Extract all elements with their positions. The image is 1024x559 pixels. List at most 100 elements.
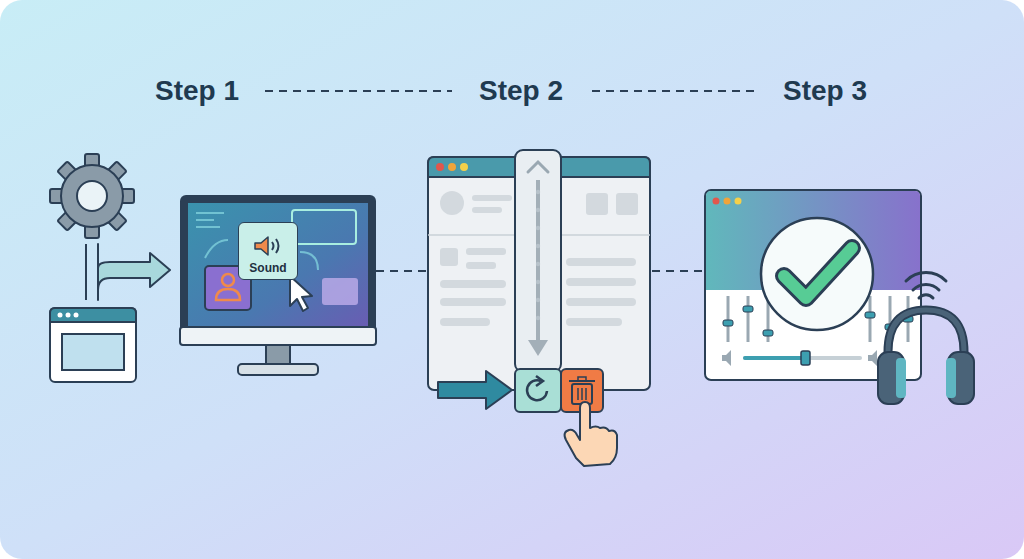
step-heading: Step 1 bbox=[155, 75, 239, 107]
small-window-part bbox=[62, 334, 124, 370]
speaker-icon-part bbox=[255, 237, 268, 255]
action-buttons-part bbox=[585, 388, 587, 400]
menu-label: Sound bbox=[249, 261, 286, 275]
browser-window-part-part bbox=[566, 318, 622, 326]
monitor-part bbox=[292, 210, 356, 244]
scrollbar-part-part bbox=[536, 262, 540, 266]
browser-window-part-part bbox=[566, 258, 636, 266]
headphones-part-part bbox=[913, 284, 939, 290]
small-window-part bbox=[50, 308, 136, 382]
monitor-part bbox=[188, 203, 368, 333]
scrollbar-part bbox=[528, 340, 548, 356]
speaker-icon bbox=[253, 235, 283, 257]
scrollbar-part-part bbox=[536, 190, 540, 194]
browser-window-part-part bbox=[566, 278, 636, 286]
settings-window-part bbox=[722, 350, 731, 366]
small-window-part bbox=[58, 313, 63, 318]
settings-window-part bbox=[784, 248, 852, 298]
settings-window-part bbox=[735, 198, 742, 205]
gear-icon-part bbox=[77, 181, 107, 211]
scrollbar-part bbox=[536, 180, 540, 345]
monitor-part-part bbox=[196, 212, 224, 214]
settings-window-part-part bbox=[723, 320, 733, 326]
headphones-part bbox=[946, 358, 956, 398]
monitor-part bbox=[216, 289, 240, 300]
headphones-part bbox=[906, 273, 946, 298]
action-buttons-part bbox=[577, 388, 579, 400]
small-window bbox=[50, 308, 136, 382]
action-buttons-part bbox=[572, 384, 592, 404]
monitor-part bbox=[238, 364, 318, 375]
settings-window-part-part bbox=[727, 296, 730, 342]
browser-window-part bbox=[448, 163, 456, 171]
browser-window-part-part bbox=[586, 193, 608, 215]
tooltip-box: Sound bbox=[238, 222, 298, 280]
action-buttons-part bbox=[527, 380, 547, 400]
small-window-part bbox=[50, 308, 136, 322]
browser-window-part-part bbox=[466, 262, 496, 269]
browser-window-part-part bbox=[440, 248, 458, 266]
settings-window-part-part bbox=[763, 330, 773, 336]
monitor-part bbox=[290, 276, 312, 311]
action-buttons-part bbox=[438, 371, 512, 409]
browser-window-part-part bbox=[440, 280, 506, 288]
settings-window-part-part bbox=[743, 306, 753, 312]
monitor-part bbox=[180, 327, 376, 345]
gear-icon bbox=[50, 154, 134, 238]
step-dashes-part bbox=[592, 90, 758, 92]
monitor bbox=[180, 195, 376, 375]
scrollbar-part bbox=[536, 190, 540, 320]
small-window-part bbox=[74, 313, 79, 318]
small-window-part bbox=[66, 313, 71, 318]
scrollbar-part-part bbox=[536, 208, 540, 212]
monitor-part bbox=[266, 345, 290, 365]
action-buttons-part bbox=[536, 376, 543, 386]
settings-window-part bbox=[713, 198, 720, 205]
browser-window-part-part bbox=[440, 318, 490, 326]
step-heading: Step 2 bbox=[479, 75, 563, 107]
gear-icon-part-part bbox=[61, 165, 123, 227]
settings-window-part bbox=[801, 351, 810, 365]
browser-window-part-part bbox=[440, 298, 506, 306]
browser-window-part-part bbox=[616, 193, 638, 215]
gear-icon-part bbox=[50, 154, 134, 238]
scrollbar-part-part bbox=[536, 226, 540, 230]
browser-window-part-part bbox=[466, 248, 506, 255]
monitor-part-part bbox=[300, 252, 318, 270]
browser-window-part-part bbox=[472, 195, 512, 201]
headphones-part bbox=[896, 358, 906, 398]
speaker-icon-part bbox=[276, 239, 279, 253]
monitor-part bbox=[180, 195, 376, 345]
browser-window-part-part bbox=[566, 298, 636, 306]
headphones-part-part bbox=[906, 273, 946, 281]
settings-window-part-part bbox=[865, 312, 875, 318]
merge-arrow-part bbox=[86, 244, 170, 300]
action-buttons bbox=[438, 369, 603, 412]
monitor-part-part bbox=[196, 219, 214, 221]
merge-arrow bbox=[86, 244, 170, 300]
monitor-part-part bbox=[205, 240, 228, 258]
scrollbar-part-part bbox=[536, 244, 540, 248]
monitor-part bbox=[322, 278, 358, 305]
browser-window-part bbox=[436, 163, 444, 171]
settings-window-part bbox=[761, 218, 873, 330]
monitor-part-part bbox=[196, 226, 220, 228]
step-dashes-part bbox=[652, 270, 704, 272]
browser-window-part bbox=[460, 163, 468, 171]
action-buttons-part bbox=[581, 388, 583, 400]
scrollbar-part-part bbox=[536, 316, 540, 320]
action-buttons-part bbox=[515, 369, 561, 412]
settings-window-part bbox=[868, 350, 877, 366]
step-heading: Step 3 bbox=[783, 75, 867, 107]
browser-window-part-part bbox=[440, 191, 464, 215]
headphones bbox=[878, 273, 974, 404]
step-dashes-part bbox=[265, 90, 452, 92]
settings-window-part-part bbox=[747, 296, 750, 342]
step-dashes-part bbox=[376, 270, 428, 272]
action-buttons-part bbox=[578, 377, 586, 381]
browser-window-part-part bbox=[472, 207, 502, 213]
settings-window-part bbox=[784, 248, 852, 298]
